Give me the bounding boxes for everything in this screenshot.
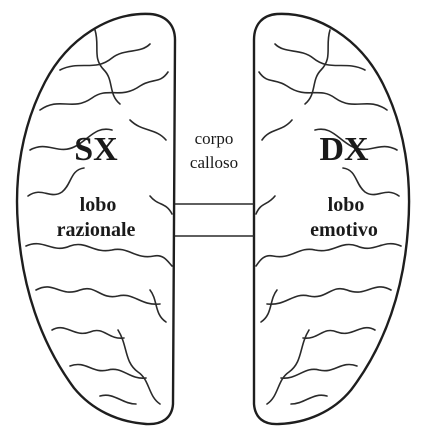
corpus-callosum-label-line1: corpo <box>195 129 234 148</box>
left-lobe-label-line2: razionale <box>57 219 136 241</box>
left-hemisphere-label: SX <box>74 131 118 168</box>
right-hemisphere-label: DX <box>319 131 369 168</box>
right-lobe-label-line2: emotivo <box>310 219 378 241</box>
corpus-callosum-label-line2: calloso <box>190 153 238 172</box>
left-lobe-label-line1: lobo <box>80 194 117 216</box>
right-lobe-label-line1: lobo <box>328 194 365 216</box>
